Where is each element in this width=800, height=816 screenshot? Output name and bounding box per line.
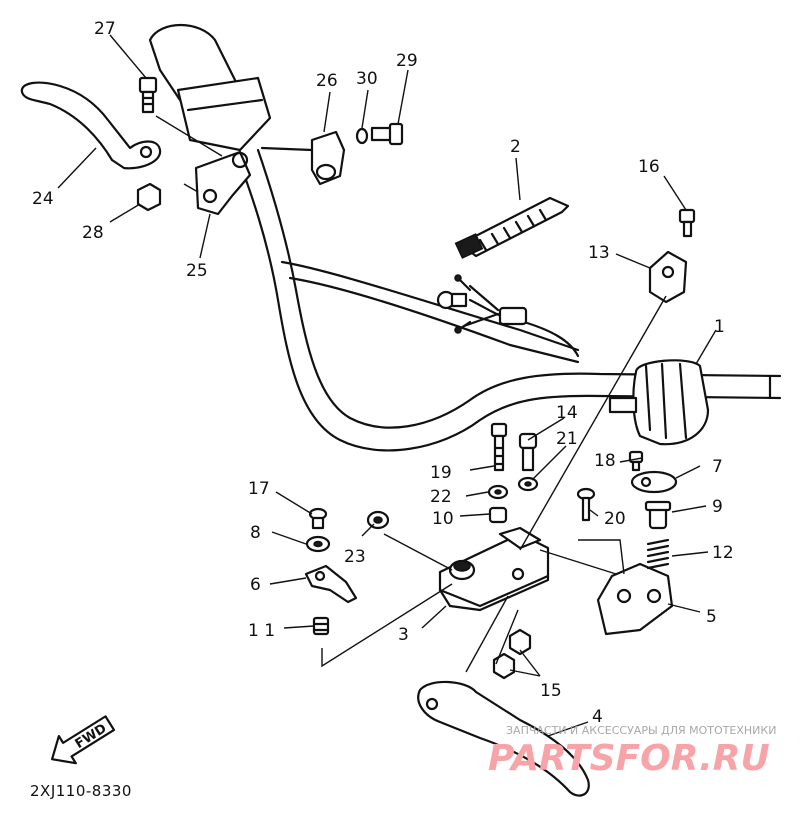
callout-19: 19 [430,463,452,483]
clutch-lever [20,81,162,170]
callout-3: 3 [398,625,409,645]
leader-lines [57,34,717,737]
plunger-9 [644,500,672,530]
callout-22: 22 [430,487,452,507]
callout-12: 12 [712,543,734,563]
callout-2: 2 [510,137,521,157]
cable-adjuster [260,122,404,186]
wire-harness [436,274,580,358]
callout-10: 10 [432,509,454,529]
callout-9: 9 [712,497,723,517]
watermark-subtitle: ЗАПЧАСТИ И АКСЕССУАРЫ ДЛЯ МОТОТЕХНИКИ [506,724,776,737]
cover-7 [628,450,678,494]
callout-26: 26 [316,71,338,91]
callout-20: 20 [604,509,626,529]
callout-16: 16 [638,157,660,177]
callout-11: 1 1 [248,621,275,641]
brake-switch-body [596,562,674,636]
watermark: ЗАПЧАСТИ И АКСЕССУАРЫ ДЛЯ МОТОТЕХНИКИ PA… [488,724,776,779]
bracket-13 [648,208,696,304]
handlebar [236,148,782,452]
nuts-15 [492,628,532,680]
callout-21: 21 [556,429,578,449]
callout-14: 14 [556,403,578,423]
washer-8 [305,535,331,553]
callout-1: 1 [714,317,725,337]
screw-20 [576,487,596,522]
washers [487,476,539,524]
callout-13: 13 [588,243,610,263]
callout-6: 6 [250,575,261,595]
callout-8: 8 [250,523,261,543]
callout-29: 29 [396,51,418,71]
brake-lever [417,680,590,797]
callout-7: 7 [712,457,723,477]
bolt-27 [138,76,158,114]
cap-23 [366,510,390,530]
callout-4: 4 [592,707,603,727]
bolt-14 [518,432,538,472]
watermark-brand: PARTSFOR.RU [488,738,770,779]
left-grip [148,23,272,152]
callout-17: 17 [248,479,270,499]
callout-23: 23 [344,547,366,567]
callout-25: 25 [186,261,208,281]
nut-28 [136,182,162,212]
lever-holder [194,150,252,216]
bolt-19 [490,422,508,472]
callout-28: 28 [82,223,104,243]
callout-24: 24 [32,189,54,209]
drawing-code: 2XJ110-8330 [30,782,132,800]
bolt-11 [312,616,330,636]
screw-17 [308,507,328,530]
callout-15: 15 [540,681,562,701]
cable-tie [454,196,570,259]
right-switch [608,359,710,446]
callout-labels: 27 24 28 25 26 30 29 2 16 13 1 14 21 19 … [32,19,734,727]
callout-30: 30 [356,69,378,89]
master-cylinder [438,526,550,612]
callout-18: 18 [594,451,616,471]
fwd-arrow: FWD [50,715,116,765]
callout-27: 27 [94,19,116,39]
bracket-6 [304,564,358,604]
spring-12 [646,538,670,570]
callout-5: 5 [706,607,717,627]
